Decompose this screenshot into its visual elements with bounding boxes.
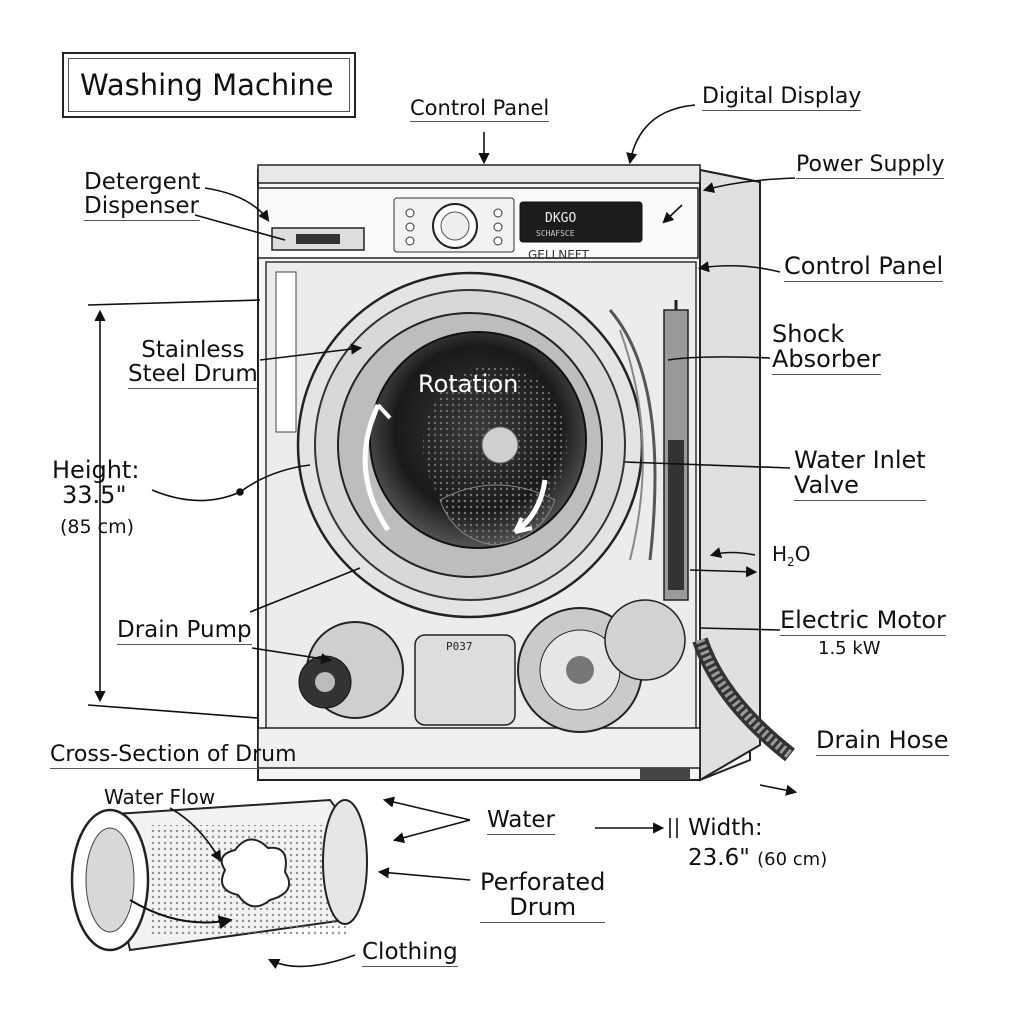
lower-components — [298, 599, 795, 762]
label-cross-section: Cross-Section of Drum — [50, 743, 297, 770]
label-digital-display: Digital Display — [702, 85, 862, 112]
label-rotation: Rotation — [418, 370, 519, 398]
label-stainless-steel-drum: Stainless Steel Drum — [128, 338, 258, 390]
display-subtext: SCHAFSCE — [536, 229, 575, 238]
diagram-title: Washing Machine — [80, 68, 334, 102]
pump-label: P037 — [446, 640, 473, 653]
label-h2o: H2O — [772, 542, 811, 569]
label-water-flow: Water Flow — [104, 785, 216, 809]
label-electric-motor: Electric Motor 1.5 kW — [780, 606, 946, 660]
label-shock-absorber: Shock Absorber — [772, 321, 881, 376]
label-drain-pump: Drain Pump — [117, 618, 252, 646]
label-power-supply: Power Supply — [796, 153, 945, 180]
label-drain-hose: Drain Hose — [816, 727, 949, 757]
display-readout: DKGO — [545, 211, 576, 226]
label-detergent-dispenser: Detergent Dispenser — [84, 170, 201, 222]
brand-label: GELLNEFT — [528, 248, 590, 262]
drum-cross-section — [70, 798, 368, 952]
label-water-inlet-valve: Water Inlet Valve — [794, 447, 926, 502]
label-height: Height: 33.5" (85 cm) — [52, 456, 140, 539]
label-control-panel-top: Control Panel — [410, 97, 550, 123]
label-clothing: Clothing — [362, 940, 458, 968]
label-water: Water — [487, 808, 555, 836]
drum-assembly — [296, 271, 657, 619]
title-frame — [62, 52, 356, 118]
label-perforated-drum: Perforated Drum — [480, 869, 606, 924]
label-control-panel-side: Control Panel — [784, 253, 944, 283]
label-width: Width: 23.6" (60 cm) — [688, 815, 828, 872]
leader-lines — [87, 104, 798, 970]
shock-absorber-column — [663, 300, 689, 601]
